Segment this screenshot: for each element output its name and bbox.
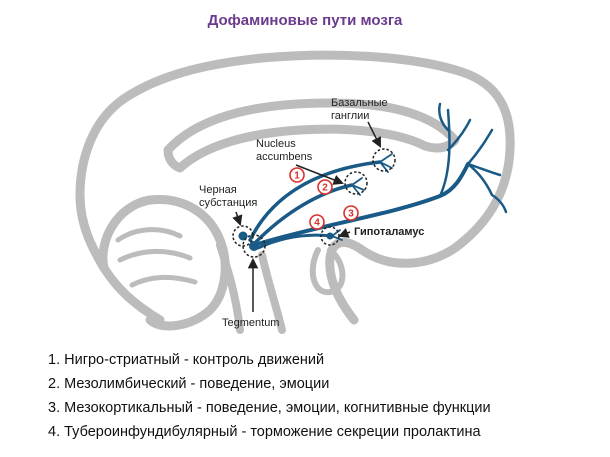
legend-item-4: 4. Тубероинфундибулярный - торможение се… <box>48 424 481 440</box>
tegmentum-label: Tegmentum <box>222 317 279 329</box>
pathway-2-line <box>252 183 354 246</box>
badge-4 <box>309 214 325 230</box>
nigra-circle <box>232 225 254 247</box>
label-arrows <box>232 121 381 312</box>
badge-4-label: 4 <box>314 218 320 229</box>
legend-item-2: 2. Мезолимбический - поведение, эмоции <box>48 376 330 392</box>
nigra-label-line2: субстанция <box>199 197 257 209</box>
badge-2 <box>317 179 333 195</box>
badge-3 <box>343 205 359 221</box>
legend-item-3: 3. Мезокортикальный - поведение, эмоции,… <box>48 400 491 416</box>
pituitary-stalk <box>309 247 346 296</box>
cerebellum-outline <box>98 194 230 331</box>
cerebrum-outline <box>75 50 515 325</box>
pathway-1-line <box>248 160 382 242</box>
badge-1 <box>289 167 305 183</box>
hypothalamus-arrow <box>338 228 351 238</box>
cerebellum-folds <box>115 227 198 288</box>
accumbens-arrow <box>295 164 344 185</box>
brainstem <box>216 241 286 334</box>
brain-diagram: 1 2 3 4 Базальные ганглии Nucleus accumb… <box>75 50 515 334</box>
nigra-label-line1: Черная <box>199 184 237 196</box>
pathway-4-line <box>256 233 334 250</box>
pathway-legend: 1. Нигро-стриатный - контроль движений 2… <box>48 348 491 444</box>
structure-labels: Базальные ганглии Nucleus accumbens Черн… <box>199 97 424 329</box>
diagram-title: Дофаминовые пути мозга <box>207 12 403 29</box>
basal-ganglia-label-line1: Базальные <box>331 97 388 109</box>
pathway-3-line <box>256 162 470 246</box>
pathway-badges: 1 2 3 4 <box>289 167 359 230</box>
legend-item-1: 1. Нигро-стриатный - контроль движений <box>48 352 325 368</box>
accumbens-label-line1: Nucleus <box>256 138 296 150</box>
nigra-arrow <box>232 211 243 226</box>
corpus-callosum <box>163 98 460 173</box>
basal-ganglia-label-line2: ганглии <box>331 110 369 122</box>
accumbens-label-line2: accumbens <box>256 151 313 163</box>
badge-2-label: 2 <box>322 183 328 194</box>
accumbens-circle <box>344 171 368 195</box>
brain-outline <box>75 50 515 334</box>
hypothalamus-neuron <box>326 232 334 240</box>
basal-ganglia-arrow <box>367 121 381 148</box>
badge-1-label: 1 <box>294 171 300 182</box>
basal-ganglia-circle <box>372 148 396 172</box>
badge-3-label: 3 <box>348 209 354 220</box>
hypothalamus-label: Гипоталамус <box>354 226 424 238</box>
cortex-branches <box>438 102 508 214</box>
tegmentum-circle <box>242 234 266 258</box>
tegmentum-neuron <box>249 241 259 251</box>
